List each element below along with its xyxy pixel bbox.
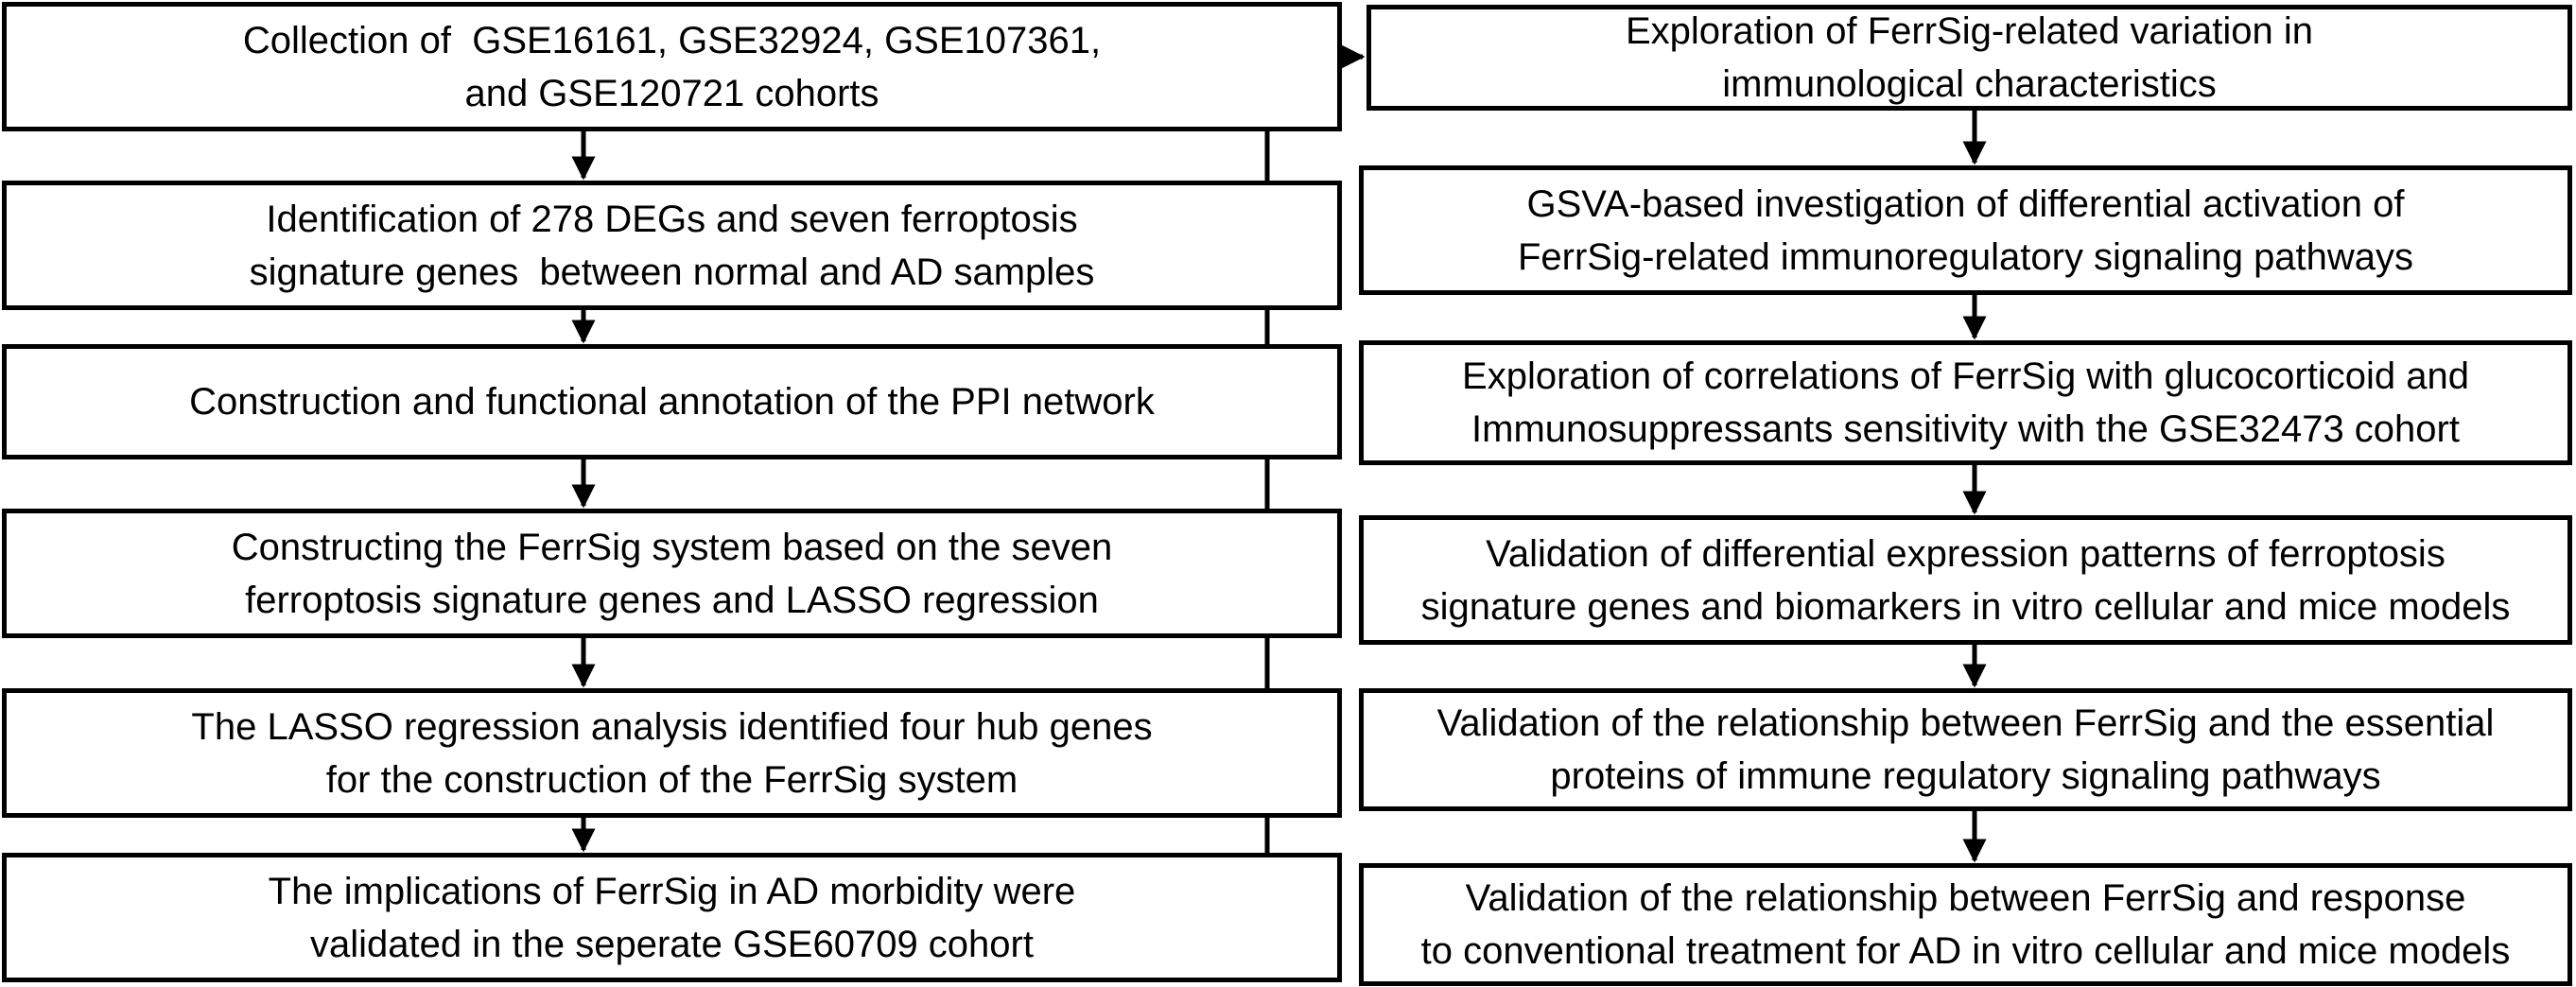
step-text-line: Exploration of correlations of FerrSig w…: [1462, 355, 2469, 397]
step-text-line: to conventional treatment for AD in vitr…: [1420, 930, 2511, 972]
step-text-line: Constructing the FerrSig system based on…: [231, 526, 1113, 568]
step-right-3-drug-sensitivity: Exploration of correlations of FerrSig w…: [1359, 340, 2572, 465]
step-text-line: Collection of GSE16161, GSE32924, GSE107…: [242, 19, 1102, 61]
step-text-line: GSVA-based investigation of differential…: [1526, 182, 2405, 225]
step-left-4-ferrsig-construction: Constructing the FerrSig system based on…: [2, 509, 1342, 638]
step-text-line: Exploration of FerrSig-related variation…: [1625, 10, 2313, 52]
step-right-2-gsva-pathways: GSVA-based investigation of differential…: [1359, 165, 2572, 295]
step-text-line: Validation of the relationship between F…: [1436, 702, 2495, 744]
step-text-line: proteins of immune regulatory signaling …: [1550, 755, 2381, 797]
step-text-line: The LASSO regression analysis identified…: [191, 705, 1153, 748]
step-text-line: for the construction of the FerrSig syst…: [325, 758, 1018, 801]
step-right-5-protein-validation: Validation of the relationship between F…: [1359, 688, 2572, 811]
step-text-line: Construction and functional annotation o…: [189, 381, 1155, 423]
step-left-2-deg-identification: Identification of 278 DEGs and seven fer…: [2, 181, 1342, 310]
step-left-5-lasso-hub-genes: The LASSO regression analysis identified…: [2, 688, 1342, 818]
step-left-3-ppi-network: Construction and functional annotation o…: [2, 344, 1342, 459]
step-text-line: and GSE120721 cohorts: [464, 72, 879, 114]
step-text-line: ferroptosis signature genes and LASSO re…: [245, 579, 1099, 621]
step-text-line: Validation of differential expression pa…: [1486, 532, 2445, 575]
step-text-line: Immunosuppressants sensitivity with the …: [1471, 408, 2460, 450]
step-text-line: The implications of FerrSig in AD morbid…: [268, 870, 1076, 912]
step-right-1-immunological-variation: Exploration of FerrSig-related variation…: [1366, 5, 2572, 111]
step-left-6-validation-cohort: The implications of FerrSig in AD morbid…: [2, 853, 1342, 982]
step-right-4-expression-validation: Validation of differential expression pa…: [1359, 515, 2572, 645]
step-right-6-treatment-response: Validation of the relationship between F…: [1359, 863, 2572, 986]
step-text-line: immunological characteristics: [1722, 63, 2217, 105]
step-left-1-cohort-collection: Collection of GSE16161, GSE32924, GSE107…: [2, 2, 1342, 131]
step-text-line: signature genes and biomarkers in vitro …: [1420, 585, 2511, 628]
step-text-line: Identification of 278 DEGs and seven fer…: [266, 198, 1078, 240]
step-text-line: signature genes between normal and AD sa…: [249, 251, 1095, 293]
step-text-line: validated in the seperate GSE60709 cohor…: [310, 923, 1034, 965]
step-text-line: Validation of the relationship between F…: [1465, 877, 2466, 919]
step-text-line: FerrSig-related immunoregulatory signali…: [1517, 235, 2414, 278]
